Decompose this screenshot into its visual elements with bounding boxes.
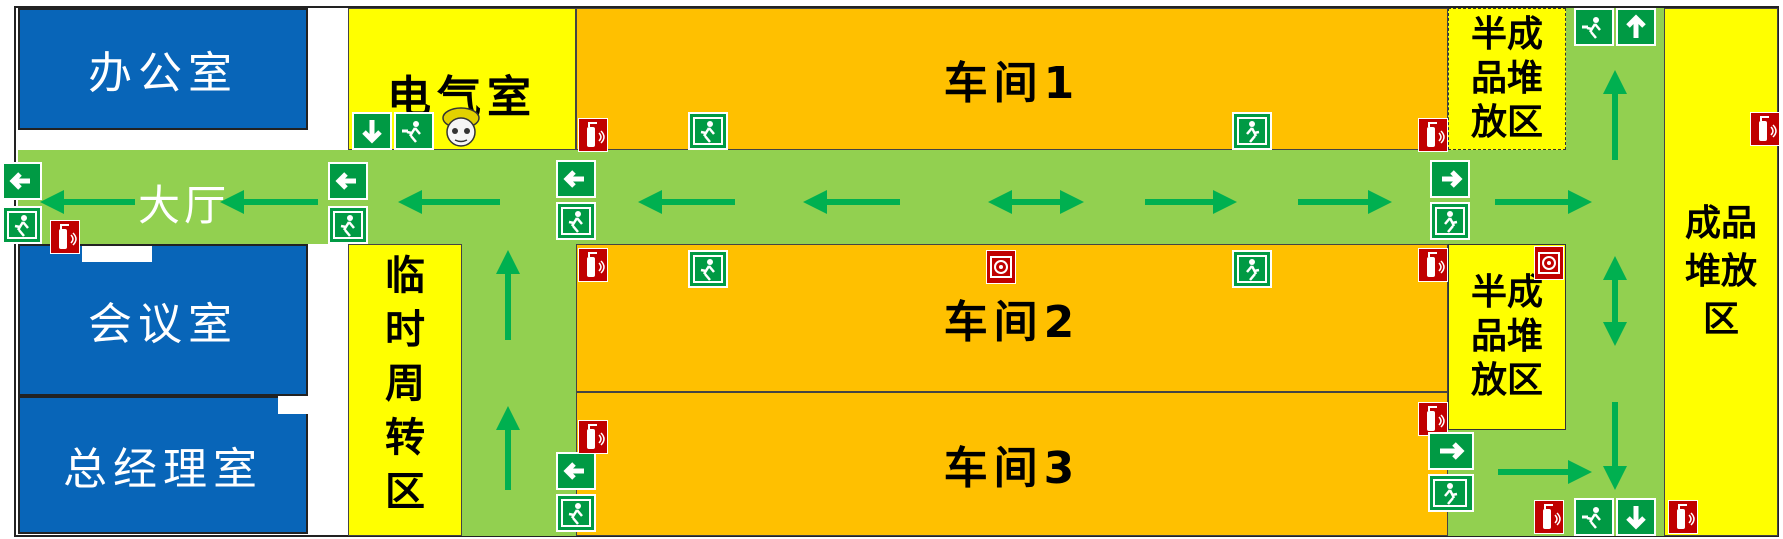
fire-extinguisher-icon [578,420,608,454]
fire-hydrant-icon [1534,246,1564,280]
room-gm-office-label: 总经理室 [63,444,263,495]
arrow-up-icon [1616,8,1656,46]
arrow-down-icon [1616,498,1656,536]
finished-line-3: 区 [1702,299,1739,340]
fire-extinguisher-icon [1418,402,1448,436]
fire-extinguisher-icon [50,220,80,254]
mascot-icon [438,104,484,150]
semi-mid-line-2: 品堆 [1470,316,1543,357]
semi-mid-line-1: 半成 [1470,272,1543,313]
temp-line-5: 区 [385,469,425,515]
exit-sign-icon [328,162,368,200]
arrow-right-icon [1430,160,1470,198]
fire-extinguisher-icon [1534,500,1564,534]
room-semi-finished-top: 半成 品堆 放区 [1448,8,1566,150]
semi-mid-line-3: 放区 [1470,360,1543,401]
fire-extinguisher-icon [1418,248,1448,282]
exit-sign-icon [556,160,596,198]
room-workshop-3: 车间3 [576,392,1448,536]
running-man-icon [688,112,728,150]
room-office: 办公室 [18,8,308,130]
room-workshop-3-label: 车间3 [943,443,1081,494]
fire-extinguisher-icon [578,118,608,152]
hall-label: 大厅 [138,181,231,230]
exit-sign-icon [2,162,42,200]
arrow-right-icon [1428,432,1474,470]
semi-top-line-1: 半成 [1470,14,1543,55]
fire-extinguisher-icon [1750,112,1780,146]
room-finished-goods: 成品 堆放 区 [1664,8,1778,536]
door-office [150,132,220,148]
running-man-icon [1574,498,1614,536]
room-gm-office: 总经理室 [18,396,308,534]
running-man-icon [556,494,596,532]
temp-line-1: 临 [385,253,425,299]
running-man-icon [1232,250,1272,288]
running-man-icon [556,202,596,240]
room-office-label: 办公室 [88,48,238,99]
fire-extinguisher-icon [1668,500,1698,534]
main-corridor [18,150,1566,244]
running-man-icon [328,206,368,244]
fire-extinguisher-icon [1418,118,1448,152]
semi-top-line-3: 放区 [1470,102,1543,143]
fire-hydrant-icon [986,250,1016,284]
temp-line-2: 时 [385,307,425,353]
arrow-down-icon [352,112,392,150]
room-workshop-2-label: 车间2 [943,297,1081,348]
room-temp-transfer: 临 时 周 转 区 [348,244,462,536]
room-semi-finished-mid: 半成 品堆 放区 [1448,244,1566,430]
temp-line-3: 周 [385,361,425,407]
running-man-icon [1232,112,1272,150]
running-man-icon [1574,8,1614,46]
semi-top-line-2: 品堆 [1470,58,1543,99]
running-man-icon [2,206,42,244]
floor-plan-border [14,6,1779,537]
door-gm-office [278,396,348,414]
finished-line-2: 堆放 [1684,251,1757,292]
room-meeting-label: 会议室 [88,299,238,350]
running-man-icon [688,250,728,288]
door-meeting [82,246,152,262]
room-meeting: 会议室 [18,244,308,396]
running-man-icon [1428,474,1474,512]
exit-sign-icon [556,452,596,490]
temp-line-4: 转 [385,415,425,461]
fire-extinguisher-icon [578,248,608,282]
running-man-icon [394,112,434,150]
room-workshop-1-label: 车间1 [943,58,1081,109]
finished-line-1: 成品 [1684,203,1757,244]
running-man-icon [1430,202,1470,240]
